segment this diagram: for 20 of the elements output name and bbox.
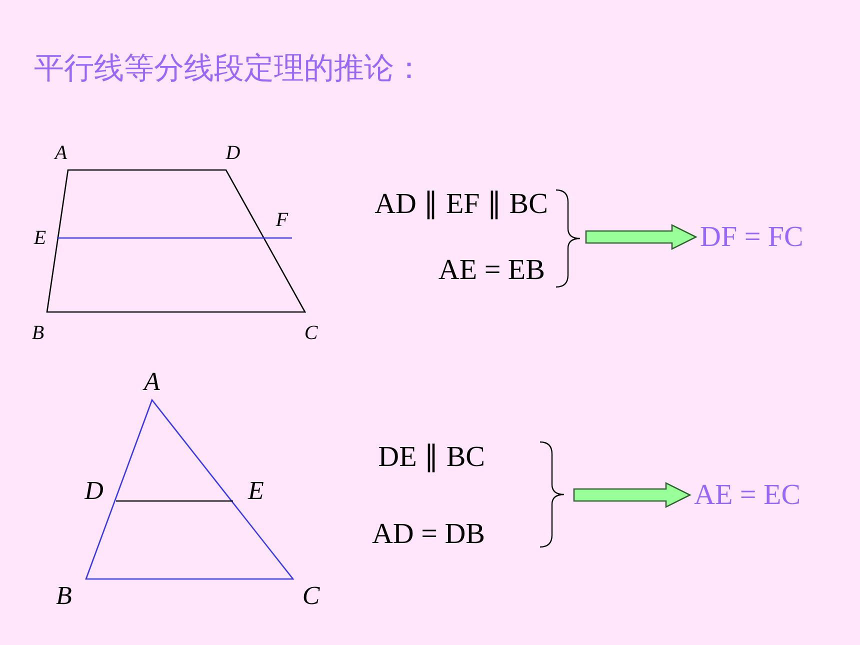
point-label: E <box>248 478 264 504</box>
conclusion-text: AE = EC <box>694 481 801 510</box>
point-label: A <box>144 369 160 395</box>
title: 平行线等分线段定理的推论： <box>34 54 424 84</box>
point-label: F <box>276 210 288 230</box>
block-arrow <box>573 482 692 508</box>
block-arrow <box>585 224 698 250</box>
conclusion-text: DF = FC <box>700 223 804 252</box>
point-label: D <box>226 143 240 163</box>
premise-text: AE = EB <box>438 256 545 285</box>
premise-text: AD ∥ EF ∥ BC <box>374 190 548 219</box>
point-label: E <box>34 228 46 248</box>
point-label: B <box>56 583 72 609</box>
premise-text: AD = DB <box>372 520 485 549</box>
point-label: C <box>302 583 320 609</box>
point-label: B <box>32 323 44 343</box>
point-label: D <box>84 478 104 504</box>
point-label: A <box>54 143 68 163</box>
point-label: C <box>304 323 318 343</box>
premise-text: DE ∥ BC <box>378 443 485 472</box>
